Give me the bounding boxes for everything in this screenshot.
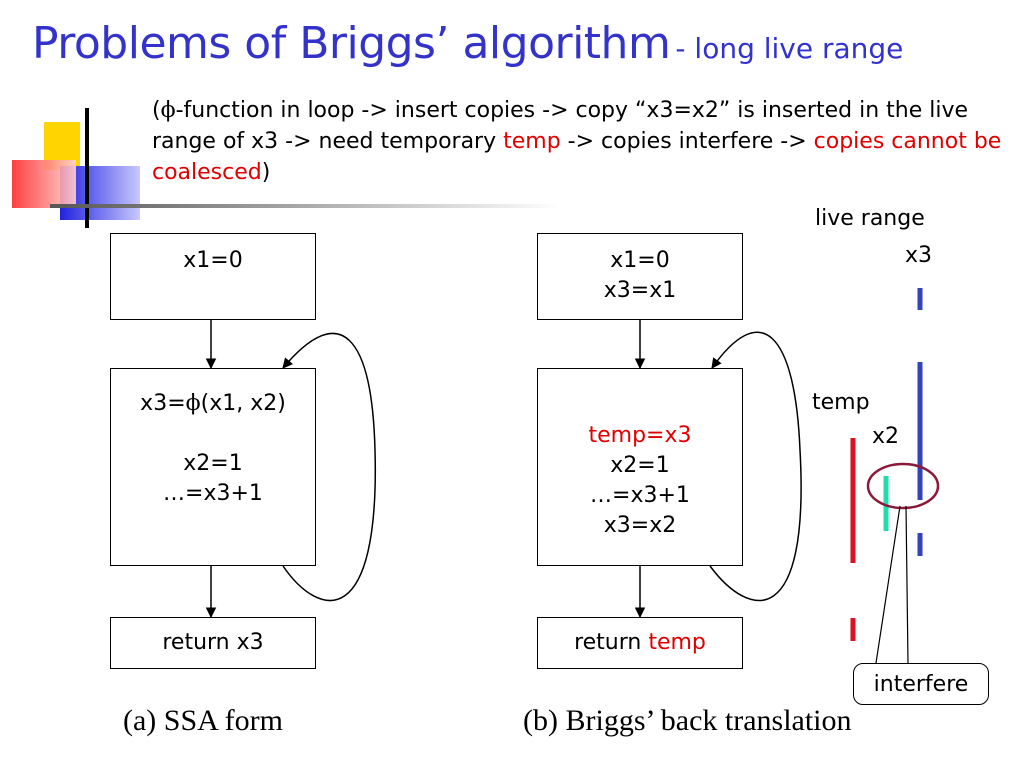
a-block-entry-text: x1=0 [183,248,243,273]
a-block-loop-line3: …=x3+1 [163,481,263,506]
b-block-loop-line3: …=x3+1 [590,483,690,508]
header-rule [50,204,560,208]
b-block-loop-line1: temp=x3 [588,423,692,448]
interfere-callout: interfere [853,663,989,705]
phi-symbol: ϕ [185,391,201,416]
live-range-x2-label: x2 [872,424,900,449]
b-block-loop-line2: x2=1 [610,453,670,478]
a-block-entry: x1=0 [110,233,316,320]
b-block-loop-line4: x3=x2 [603,513,677,538]
a-block-exit-text: return x3 [162,630,264,655]
interfere-pointer-right [905,505,909,664]
a-block-loop-line2: x2=1 [183,451,243,476]
a-loop-back-arrow [282,332,376,602]
decor-red-square [12,160,76,208]
live-range-x3-label: x3 [905,243,933,268]
caption-b: (b) Briggs’ back translation [523,704,852,737]
b-block-entry-line2: x3=x1 [603,278,677,303]
live-range-header: live range [815,206,925,231]
interfere-pointer-left [875,505,901,664]
live-range-temp-label: temp [812,390,870,415]
a-block-loop-line1: x3=ϕ(x1, x2) [140,391,286,416]
interfere-label: interfere [873,672,969,697]
b-block-entry: x1=0 x3=x1 [537,233,743,320]
phi-symbol: ϕ [160,98,176,123]
a-block-loop: x3=ϕ(x1, x2) x2=1 …=x3+1 [110,368,316,566]
b-block-loop: temp=x3 x2=1 …=x3+1 x3=x2 [537,368,743,566]
interference-ellipse [866,462,940,510]
description-part2: -> copies interfere -> [560,129,814,154]
description-temp: temp [503,129,561,154]
b-block-exit: return temp [537,617,743,669]
description-close: ) [261,160,271,185]
decorative-header-graphic [12,108,560,228]
b-block-exit-temp: temp [648,630,706,655]
title-main: Problems of Briggs’ algorithm [32,18,671,69]
b-loop-back-arrow [709,331,802,602]
a-block-exit: return x3 [110,617,316,669]
b-block-entry-line1: x1=0 [610,248,670,273]
page-title: Problems of Briggs’ algorithm - long liv… [32,18,903,69]
description-text: (ϕ-function in loop -> insert copies -> … [152,98,1002,185]
description-red-end: copies cannot be coalesced [152,129,1002,185]
b-block-exit-text: return [574,630,649,655]
description-part1: -function in loop -> insert copies -> co… [152,98,969,154]
decor-vertical-line [85,108,89,228]
caption-a: (a) SSA form [123,704,283,737]
title-subtitle: - long live range [675,32,904,65]
